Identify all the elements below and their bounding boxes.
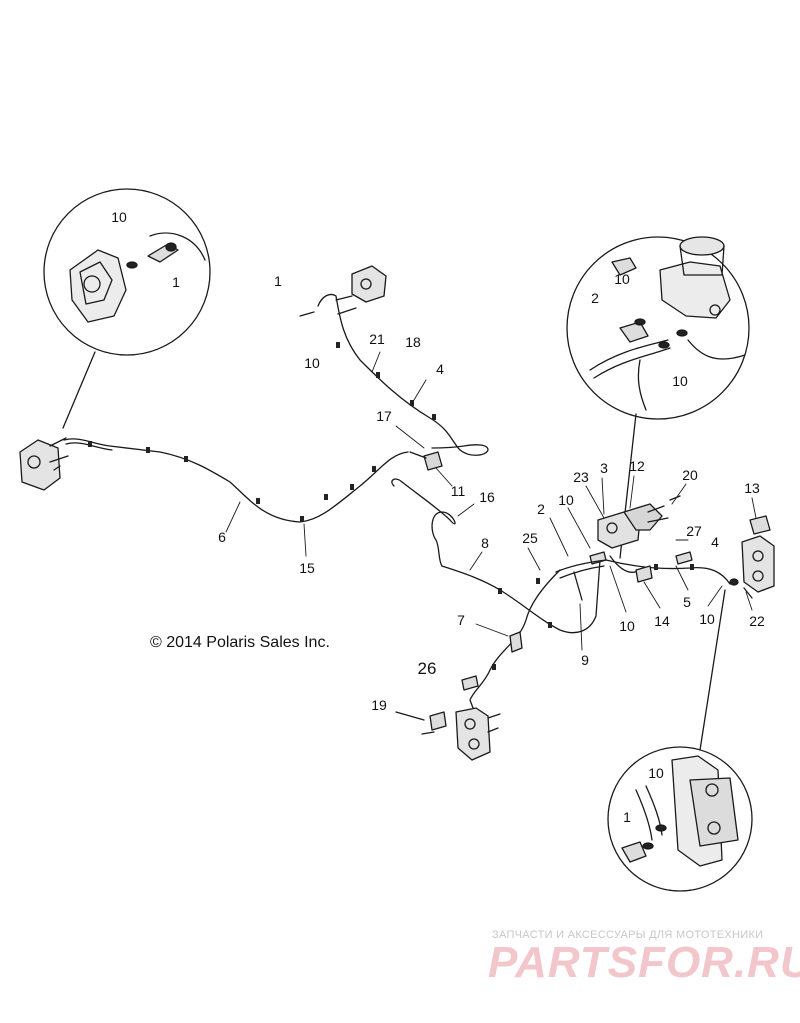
callout-10: 10	[304, 355, 320, 371]
junction-block-11	[409, 451, 443, 471]
callout-22: 22	[749, 613, 765, 629]
callout-18: 18	[405, 334, 421, 350]
brake-line-8	[441, 559, 601, 634]
copyright-text: © 2014 Polaris Sales Inc.	[150, 634, 330, 651]
callout-20: 20	[682, 467, 698, 483]
callout-6: 6	[218, 529, 226, 545]
callout-10-detail-tr: 10	[614, 271, 630, 287]
callout-13: 13	[744, 480, 760, 496]
callout-21: 21	[369, 331, 385, 347]
callout-10-right: 10	[699, 611, 715, 627]
brake-line-6	[63, 438, 409, 523]
callout-9: 9	[581, 652, 589, 668]
callout-7: 7	[457, 612, 465, 628]
callout-16: 16	[479, 489, 495, 505]
callout-labels: 10 1 1 10 21 18 4 17 11 6 15 16 8 25 2 1…	[111, 209, 765, 825]
callout-10-lower: 10	[619, 618, 635, 634]
callout-23: 23	[573, 469, 589, 485]
callout-15: 15	[299, 560, 315, 576]
callout-12: 12	[629, 458, 645, 474]
watermark-tagline: ЗАПЧАСТИ И АКСЕССУАРЫ ДЛЯ МОТОТЕХНИКИ	[492, 929, 764, 941]
callout-19: 19	[371, 697, 387, 713]
callout-4-right: 4	[711, 534, 719, 550]
callout-27: 27	[686, 523, 702, 539]
callout-26: 26	[418, 659, 437, 678]
fitting-26	[461, 675, 479, 691]
callout-leaders	[225, 351, 757, 651]
caliper-rear-right	[729, 515, 775, 599]
brake-line-4	[317, 293, 489, 456]
callout-10-detail-tr-b: 10	[672, 373, 688, 389]
detail-circle-master-cylinder	[566, 236, 750, 559]
caliper-front-right	[299, 265, 387, 317]
detail-circle-rear-right	[607, 589, 753, 892]
callout-25: 25	[522, 530, 538, 546]
callout-8: 8	[481, 535, 489, 551]
callout-1-detail-br: 1	[623, 809, 631, 825]
callout-10-detail-tl: 10	[111, 209, 127, 225]
brake-line-9	[555, 559, 607, 601]
callout-10-center: 10	[558, 492, 574, 508]
caliper-rear-left	[395, 707, 501, 761]
brake-line-7	[469, 569, 561, 717]
callout-10-detail-br: 10	[648, 765, 664, 781]
callout-4: 4	[436, 361, 444, 377]
detail-circle-front-left	[43, 188, 211, 429]
brake-line-16	[391, 478, 456, 567]
brake-line-5	[605, 551, 731, 585]
callout-3: 3	[600, 460, 608, 476]
callout-1-detail-tl: 1	[172, 274, 180, 290]
master-cylinder-assembly	[589, 495, 681, 573]
callout-2-detail-tr: 2	[591, 290, 599, 306]
watermark-brand: PARTSFOR.RU	[488, 938, 800, 987]
caliper-front-left	[19, 437, 69, 491]
callout-11: 11	[451, 483, 466, 499]
callout-17: 17	[376, 408, 392, 424]
callout-1: 1	[274, 273, 282, 289]
callout-2: 2	[537, 501, 545, 517]
callout-14: 14	[654, 613, 670, 629]
callout-5: 5	[683, 594, 691, 610]
